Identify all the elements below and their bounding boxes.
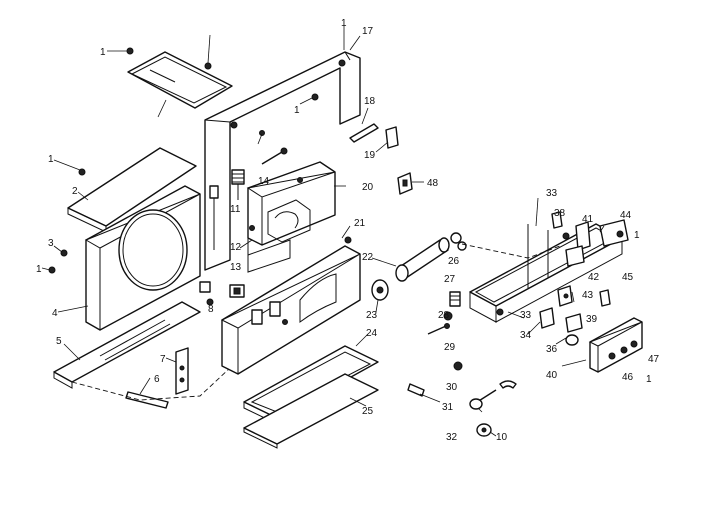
callout-label: 13	[230, 262, 242, 273]
callout-label: 7	[160, 354, 166, 365]
base-pan	[243, 345, 379, 449]
callout-label: 30	[446, 382, 458, 393]
callout-label: 19	[364, 150, 376, 161]
part-34	[539, 307, 555, 329]
callout-label: 38	[554, 208, 566, 219]
callout-label: 46	[622, 372, 634, 383]
callout-label: 43	[582, 290, 594, 301]
cover-44	[599, 219, 629, 247]
motor-mount-26	[450, 232, 467, 251]
callout-label: 32	[446, 432, 458, 443]
knob-32	[469, 380, 517, 410]
callout-label: 26	[448, 256, 460, 267]
callout-label: 14	[258, 176, 270, 187]
callout-label: 25	[362, 406, 374, 417]
control-box	[246, 161, 336, 273]
callout-label: 47	[648, 354, 660, 365]
callout-label: 22	[362, 252, 374, 263]
screw-29	[427, 323, 450, 335]
callout-label: 17	[362, 26, 374, 37]
part-13	[229, 284, 245, 298]
bracket-18	[349, 123, 379, 143]
callout-label: 41	[582, 214, 594, 225]
spring-11	[209, 169, 245, 250]
callout-label: 39	[586, 314, 598, 325]
callout-label: 8	[208, 304, 214, 315]
switch-41	[575, 221, 591, 251]
part-8	[199, 281, 214, 306]
shroud-top-panel	[53, 147, 197, 233]
callout-label: 24	[366, 328, 378, 339]
callout-label: 4	[52, 308, 58, 319]
motor-cylinder	[395, 237, 450, 282]
nut-30	[453, 361, 463, 371]
callout-label: 28	[438, 310, 450, 321]
base-rail	[53, 301, 201, 389]
callout-label: 1	[100, 47, 106, 58]
callout-label: 45	[622, 272, 634, 283]
callout-label: 23	[366, 310, 378, 321]
part-36	[565, 334, 579, 346]
fan-hub	[371, 279, 389, 301]
control-panel	[588, 317, 643, 373]
callout-label: 1	[36, 264, 42, 275]
clip-19	[385, 126, 399, 149]
bracket-7	[175, 347, 189, 395]
callout-label: 48	[427, 178, 439, 189]
callout-label: 18	[364, 96, 376, 107]
bracket-42	[565, 245, 585, 267]
knob-10	[476, 423, 492, 437]
bracket-48	[397, 172, 413, 195]
partition-panel	[220, 236, 361, 375]
callout-label: 31	[442, 402, 454, 413]
clip-31	[407, 383, 425, 397]
callout-label: 11	[230, 204, 241, 215]
callout-label: 44	[620, 210, 632, 221]
callout-label: 33	[520, 310, 532, 321]
fan-shroud	[41, 185, 201, 331]
top-mounting-plate	[107, 34, 233, 109]
callout-label: 34	[520, 330, 532, 341]
callout-label: 21	[354, 218, 366, 229]
callout-label: 29	[444, 342, 456, 353]
clip-38	[551, 211, 563, 229]
part-6	[125, 391, 169, 409]
callout-label: 27	[444, 274, 456, 285]
callout-label: 20	[362, 182, 374, 193]
callout-label: 36	[546, 344, 558, 355]
callout-label: 3	[48, 238, 54, 249]
callout-label: 42	[588, 272, 600, 283]
callout-label: 5	[56, 336, 62, 347]
callout-label: 1	[48, 154, 54, 165]
part-39	[565, 313, 583, 333]
cabinet-shell	[204, 51, 361, 271]
callout-label: 1	[341, 18, 347, 29]
part-43	[557, 285, 573, 307]
callout-labels: 1 17 1 1 18 19 48 14 11 20 2 1 3 1 4 12 …	[36, 18, 660, 443]
callout-label: 1	[646, 374, 652, 385]
callout-label: 12	[230, 242, 242, 253]
callout-label: 6	[154, 374, 160, 385]
bushing-28	[443, 311, 453, 321]
leader-lines	[57, 26, 605, 437]
callout-label: 2	[72, 186, 78, 197]
callout-label: 10	[496, 432, 508, 443]
callout-label: 1	[634, 230, 640, 241]
clip-45	[599, 289, 611, 307]
callout-label: 33	[546, 188, 558, 199]
callout-label: 1	[294, 105, 300, 116]
screw-14	[261, 147, 288, 165]
spring-27	[449, 291, 461, 307]
callout-label: 40	[546, 370, 558, 381]
